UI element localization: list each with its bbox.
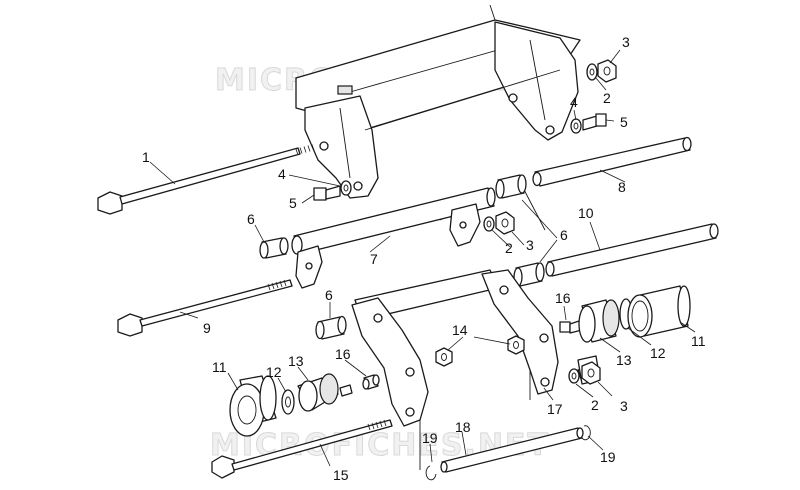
- callout-2-top: 2: [603, 90, 611, 106]
- callout-3-middle: 3: [526, 237, 534, 253]
- callout-19-right: 19: [600, 449, 616, 465]
- callout-13-left: 13: [288, 353, 304, 369]
- cup-11-left: [229, 375, 277, 437]
- callout-5-left: 5: [289, 195, 297, 211]
- callout-4-right: 4: [570, 94, 578, 110]
- long-bolt-9: [117, 279, 293, 337]
- nut-3-lower: [581, 361, 601, 385]
- callout-2-middle: 2: [505, 240, 513, 256]
- spacer-6-lower: [315, 315, 347, 340]
- swingarm-tube-7: [291, 187, 496, 289]
- washer-12-left: [281, 389, 295, 415]
- left-frame-bracket: [304, 95, 379, 199]
- callout-6-lower: 6: [325, 287, 333, 303]
- callout-5-right: 5: [620, 114, 628, 130]
- callout-2-lower: 2: [591, 397, 599, 413]
- leader-lines: [149, 49, 696, 467]
- washer-2-middle: [483, 216, 495, 232]
- bushing-16-left: [362, 374, 380, 390]
- callout-18: 18: [455, 419, 471, 435]
- cup-11-right: [627, 285, 691, 338]
- callout-9: 9: [203, 320, 211, 336]
- lower-swingarm: [351, 269, 559, 427]
- callout-labels: 1 3 2 4 5 4 5 6 7 8 2 3 6 10 6 9 14 16 1…: [142, 34, 706, 483]
- spacer-6-left: [259, 237, 289, 259]
- callout-13-right: 13: [616, 352, 632, 368]
- callout-7: 7: [370, 251, 378, 267]
- tube-8: [532, 136, 692, 187]
- stud-16-left: [339, 384, 353, 397]
- rubber-mount-13-right: [578, 299, 620, 343]
- callout-15: 15: [333, 467, 349, 483]
- spacer-6-upper: [495, 174, 527, 199]
- clip-19-right: [581, 425, 591, 441]
- callout-19-left: 19: [422, 430, 438, 446]
- tube-10: [545, 223, 719, 277]
- nut-3-middle: [495, 211, 515, 235]
- rubber-mount-13-left: [297, 373, 339, 412]
- callout-3-lower: 3: [620, 398, 628, 414]
- screw-5-left: [313, 185, 341, 201]
- callout-17: 17: [547, 401, 563, 417]
- nut-3-upper: [597, 59, 617, 83]
- callout-11-left: 11: [212, 359, 227, 375]
- callout-12-right: 12: [650, 345, 666, 361]
- callout-4-left: 4: [278, 166, 286, 182]
- washer-2-upper: [586, 63, 598, 81]
- callout-6-right: 6: [560, 227, 568, 243]
- right-frame-bracket: [494, 21, 579, 141]
- callout-10: 10: [578, 205, 594, 221]
- long-bolt-1: [97, 144, 315, 215]
- long-bolt-15: [211, 419, 393, 479]
- callout-3-top: 3: [622, 34, 630, 50]
- callout-14: 14: [452, 322, 468, 338]
- callout-11-right: 11: [691, 333, 706, 349]
- callout-16-left: 16: [335, 346, 351, 362]
- nut-14-mount: [507, 335, 525, 355]
- spacer-6-right: [513, 262, 545, 287]
- callout-8: 8: [618, 179, 626, 195]
- callout-12-left: 12: [266, 364, 282, 380]
- callout-1: 1: [142, 149, 150, 165]
- screw-5-right: [582, 113, 607, 131]
- callout-6-left: 6: [247, 211, 255, 227]
- washer-4-left: [340, 180, 352, 196]
- washer-2-lower: [568, 368, 580, 384]
- callout-16-right: 16: [555, 290, 571, 306]
- nut-14: [435, 347, 453, 367]
- washer-4-right: [570, 118, 582, 134]
- clip-19-left: [425, 465, 437, 481]
